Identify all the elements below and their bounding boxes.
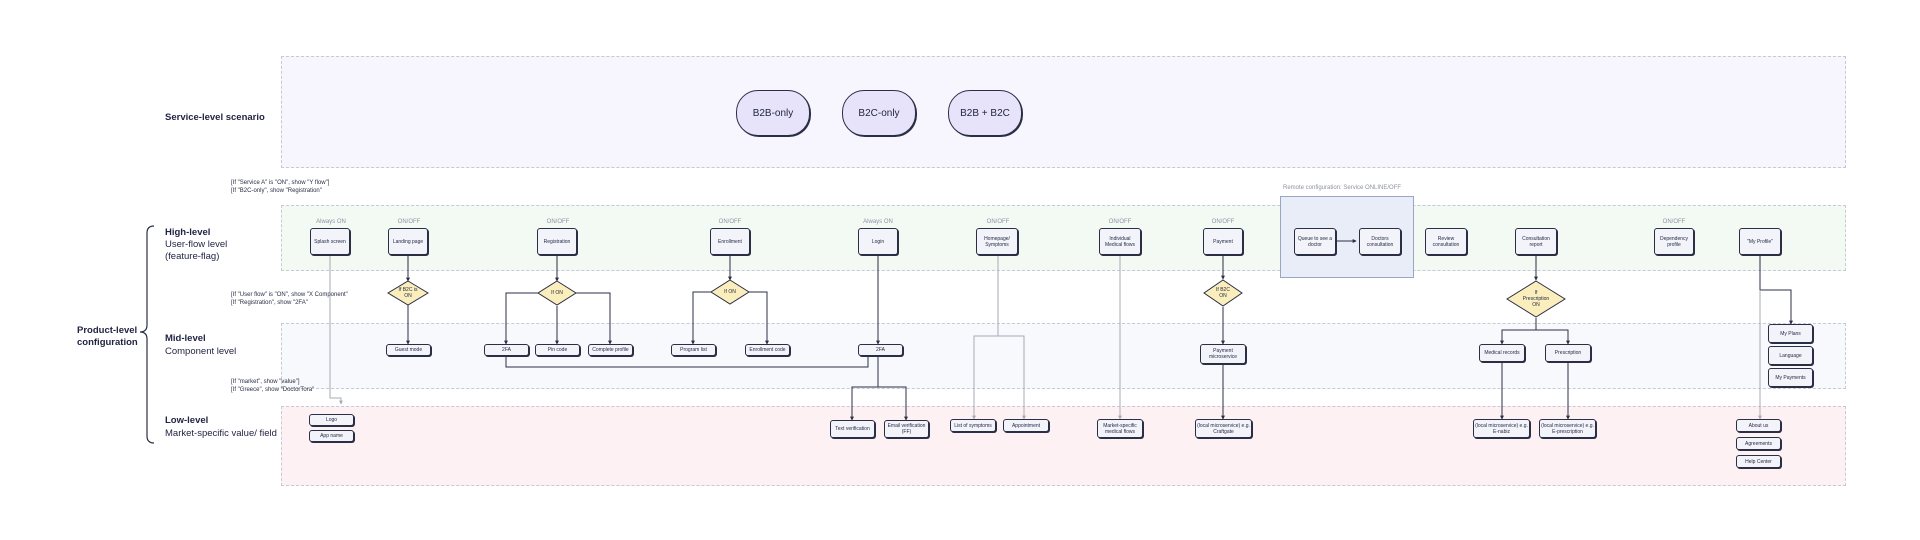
- prescription-box[interactable]: Prescription: [1545, 344, 1591, 362]
- decision-registration: If ON: [537, 280, 577, 306]
- review-consultation-box[interactable]: Review consultation: [1425, 228, 1467, 255]
- program-list-box[interactable]: Program list: [671, 344, 716, 356]
- logo-box[interactable]: Logo: [309, 414, 354, 426]
- about-us-box[interactable]: About us: [1736, 419, 1781, 432]
- decision-payment-label: If B2C ON: [1216, 287, 1230, 299]
- dependency-profile-box[interactable]: Dependency profile: [1654, 228, 1694, 255]
- mid-level-label: Mid-level: [165, 333, 206, 344]
- high-level-label: High-level: [165, 227, 211, 238]
- mid-level-sub: Component level: [165, 346, 237, 357]
- service-level-label: Service-level scenario: [165, 112, 265, 123]
- login-box[interactable]: Login: [858, 228, 898, 255]
- status-enrollment: ON/OFF: [718, 219, 742, 225]
- note-registration-2fa: [If "Registration", show "2FA": [231, 300, 308, 306]
- status-landing: ON/OFF: [397, 219, 421, 225]
- pin-code-box[interactable]: Pin code: [535, 344, 580, 356]
- guest-mode-box[interactable]: Guest mode: [386, 344, 431, 356]
- decision-registration-label: If ON: [551, 290, 563, 296]
- status-individual: ON/OFF: [1108, 219, 1132, 225]
- appointment-box[interactable]: Appointment: [1003, 419, 1049, 432]
- text-verification-box[interactable]: Text verification: [830, 420, 875, 438]
- note-greece: [If "Greece", show "DoctorTora": [231, 387, 315, 393]
- market-medical-flows-box[interactable]: Market-specific medical flows: [1097, 419, 1143, 438]
- decision-enrollment-label: If ON: [724, 289, 736, 295]
- queue-doctor-box[interactable]: Queue to see a doctor: [1294, 228, 1336, 255]
- decision-enrollment: If ON: [710, 279, 750, 305]
- enrollment-box[interactable]: Enrollment: [710, 228, 750, 255]
- my-profile-box[interactable]: "My Profile": [1739, 228, 1781, 255]
- individual-medical-flows-box[interactable]: Individual Medical flows: [1099, 228, 1141, 255]
- status-login: Always ON: [863, 219, 893, 225]
- homepage-symptoms-box[interactable]: Homepage/ Symptoms: [976, 228, 1018, 255]
- scenario-b2c-only[interactable]: B2C-only: [842, 90, 916, 136]
- doctors-consultation-box[interactable]: Doctors consultation: [1359, 228, 1401, 255]
- status-homepage: ON/OFF: [986, 219, 1010, 225]
- craftgate-microservice-box[interactable]: (local microservice) e.g. Craftgate: [1195, 419, 1252, 438]
- note-market-value: [If "market", show "value"]: [231, 379, 300, 385]
- product-level-label: Product-level: [77, 325, 138, 336]
- payment-microservice-box[interactable]: Payment microservice: [1200, 344, 1246, 364]
- high-level-sub: User-flow level: [165, 239, 228, 250]
- scenario-b2b-only[interactable]: B2B-only: [736, 90, 810, 136]
- registration-box[interactable]: Registration: [537, 228, 577, 255]
- decision-prescription-label: If Prescription ON: [1522, 290, 1550, 308]
- status-payment: ON/OFF: [1211, 219, 1235, 225]
- splash-screen-box[interactable]: Splash screen: [310, 228, 350, 255]
- agreements-box[interactable]: Agreements: [1736, 437, 1781, 450]
- language-box[interactable]: Language: [1768, 346, 1813, 365]
- service-band: [281, 56, 1846, 168]
- remote-configuration-label: Remote configuration: Service ONLINE/OFF: [1283, 185, 1402, 191]
- decision-prescription: If Prescription ON: [1506, 280, 1566, 318]
- decision-payment-b2c: If B2C ON: [1203, 279, 1243, 307]
- note-b2c-registration: [If "B2C-only", show "Registration": [231, 188, 322, 194]
- note-user-flow: [If "User flow" is "ON", show "X Compone…: [231, 292, 348, 298]
- consultation-report-box[interactable]: Consultation report: [1515, 228, 1557, 255]
- list-of-symptoms-box[interactable]: List of symptoms: [950, 419, 996, 432]
- decision-landing-b2c: If B2C is ON: [387, 280, 429, 306]
- landing-page-box[interactable]: Landing page: [388, 228, 428, 255]
- my-plans-box[interactable]: My Plans: [1768, 324, 1813, 343]
- enabiz-microservice-box[interactable]: (local microservice) e.g. E-nabiz: [1473, 419, 1530, 438]
- payment-box[interactable]: Payment: [1203, 228, 1243, 255]
- note-service-flow: [If "Service A" is "ON", show "Y flow"]: [231, 180, 330, 186]
- status-splash: Always ON: [316, 219, 346, 225]
- product-level-label-2: configuration: [77, 337, 138, 348]
- my-payments-box[interactable]: My Payments: [1768, 368, 1813, 387]
- complete-profile-box[interactable]: Complete profile: [588, 344, 633, 356]
- twofa-login-box[interactable]: 2FA: [858, 344, 903, 356]
- low-level-sub: Market-specific value/ field: [165, 428, 277, 439]
- decision-landing-label: If B2C is ON: [398, 287, 418, 299]
- email-verification-box[interactable]: Email verification (FF): [884, 420, 929, 438]
- eprescription-microservice-box[interactable]: (local microservice) e.g. E-prescription: [1539, 419, 1596, 438]
- medical-records-box[interactable]: Medical records: [1479, 344, 1525, 362]
- twofa-registration-box[interactable]: 2FA: [484, 344, 529, 356]
- high-level-sub-2: (feature-flag): [165, 251, 220, 262]
- enrollment-code-box[interactable]: Enrollment code: [745, 344, 790, 356]
- help-center-box[interactable]: Help Center: [1736, 455, 1781, 468]
- scenario-b2b-b2c[interactable]: B2B + B2C: [948, 90, 1022, 136]
- status-dependency: ON/OFF: [1662, 219, 1686, 225]
- low-level-label: Low-level: [165, 415, 209, 426]
- status-registration: ON/OFF: [546, 219, 570, 225]
- app-name-box[interactable]: App name: [309, 430, 354, 442]
